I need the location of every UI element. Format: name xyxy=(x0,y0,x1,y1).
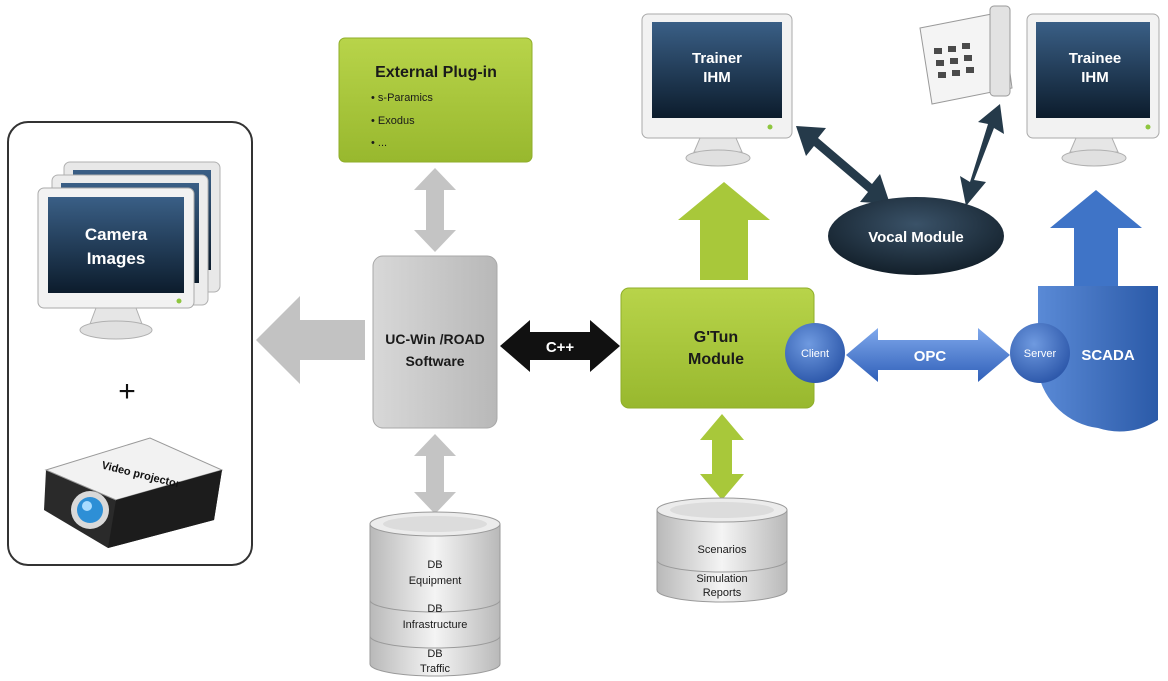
arrow-plugin-ucwin xyxy=(414,168,456,252)
plugin-title: External Plug-in xyxy=(375,64,497,81)
db-equipment-line1: DB xyxy=(427,559,442,571)
opc-link: OPC xyxy=(846,328,1010,382)
external-plugin-frame xyxy=(338,37,533,163)
cpp-link: C++ xyxy=(500,320,620,372)
trainer-label-line2: IHM xyxy=(703,69,731,86)
plugin-item: • s-Paramics xyxy=(371,92,433,104)
arrow-gtun-to-trainer xyxy=(678,182,770,280)
opc-label: OPC xyxy=(914,348,947,365)
client-ball xyxy=(785,323,845,383)
arrow-phone-vocal xyxy=(960,104,1004,206)
ucwin-frame xyxy=(372,255,498,429)
gtun-frame xyxy=(620,287,815,409)
cpp-label: C++ xyxy=(546,339,575,356)
plus-sign: + xyxy=(118,375,136,408)
camera-label-line2: Images xyxy=(87,249,146,268)
server-label: Server xyxy=(1024,348,1057,360)
vocal-module-ellipse xyxy=(828,197,1004,275)
vocal-module: Vocal Module xyxy=(828,197,1004,275)
db-scenarios-label: Scenarios xyxy=(698,544,747,556)
trainer-label-line1: Trainer xyxy=(692,50,742,67)
gtun-label-line1: G'Tun xyxy=(694,329,738,346)
client-label: Client xyxy=(801,348,829,360)
arrow-ucwin-to-display xyxy=(256,296,365,384)
server-ball xyxy=(1010,323,1070,383)
db-simulation-line1: Simulation xyxy=(696,573,747,585)
ucwin-label-line1: UC-Win /ROAD xyxy=(385,331,484,347)
db-equipment-line2: Equipment xyxy=(409,575,462,587)
camera-monitors-icon: Camera Images xyxy=(37,161,221,340)
db-simulation-line2: Reports xyxy=(703,587,742,599)
plugin-item: • ... xyxy=(371,137,387,149)
trainee-monitor: Trainee IHM xyxy=(1026,13,1160,167)
external-plugin-box: External Plug-in • s-Paramics • Exodus •… xyxy=(338,37,533,163)
trainee-label-line1: Trainee xyxy=(1069,50,1122,67)
plugin-item: • Exodus xyxy=(371,115,415,127)
camera-panel: Camera Images + Video projector xyxy=(7,121,253,566)
db-traffic-line1: DB xyxy=(427,648,442,660)
trainee-label-line2: IHM xyxy=(1081,69,1109,86)
video-projector-icon: Video projector xyxy=(44,437,224,548)
arrow-gtun-scenarios xyxy=(700,414,744,500)
db-infrastructure-line2: Infrastructure xyxy=(403,619,468,631)
scada-shape: SCADA xyxy=(1038,286,1158,432)
scada-label: SCADA xyxy=(1081,347,1135,364)
arrow-scada-to-trainee xyxy=(1050,190,1142,286)
gtun-module-box: G'Tun Module xyxy=(620,287,815,409)
cpp-arrow xyxy=(500,320,620,372)
db-infrastructure-line1: DB xyxy=(427,603,442,615)
opc-arrow xyxy=(846,328,1010,382)
ucwin-road-box: UC-Win /ROAD Software xyxy=(372,255,498,429)
arrow-ucwin-db xyxy=(414,434,456,514)
client-node: Client xyxy=(785,323,845,383)
scada-body xyxy=(1038,286,1158,432)
database-left: DB Equipment DB Infrastructure DB Traffi… xyxy=(369,511,501,677)
arrow-trainer-vocal xyxy=(796,126,890,204)
database-right: Scenarios Simulation Reports xyxy=(656,497,788,603)
ucwin-label-line2: Software xyxy=(405,353,464,369)
trainer-monitor: Trainer IHM xyxy=(641,13,793,167)
camera-label-line1: Camera xyxy=(85,225,148,244)
gtun-label-line2: Module xyxy=(688,351,744,368)
telephone-icon xyxy=(919,5,1013,105)
server-node: Server xyxy=(1010,323,1070,383)
db-traffic-line2: Traffic xyxy=(420,663,450,675)
vocal-module-label: Vocal Module xyxy=(868,229,964,246)
